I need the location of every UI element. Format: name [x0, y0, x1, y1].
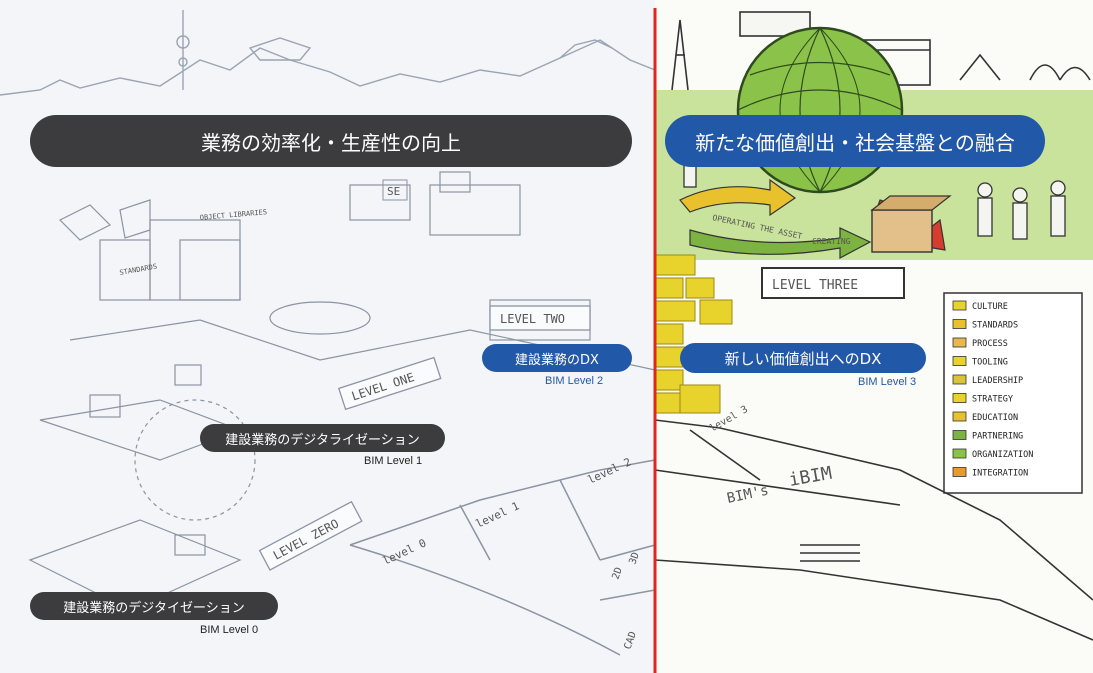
legend-brick-icon [952, 430, 967, 440]
legend-item-label: STRATEGY [972, 395, 1013, 405]
creating-label: CREATING [812, 237, 851, 246]
legend-item-label: PROCESS [972, 339, 1008, 349]
legend-item-label: TOOLING [972, 358, 1008, 368]
legend-brick-icon [952, 374, 967, 385]
legend-brick-icon [952, 300, 967, 311]
legend-item-label: INTEGRATION [972, 469, 1028, 479]
level3-banner: 新しい価値創出へのDX [680, 343, 926, 373]
level2-banner: 建設業務のDX [482, 344, 632, 372]
3d-label: 3D [627, 551, 641, 566]
legend-brick-icon [952, 467, 967, 477]
legend-item-label: LEADERSHIP [972, 376, 1023, 386]
left-main-banner: 業務の効率化・生産性の向上 [30, 115, 632, 167]
level0-sub: BIM Level 0 [200, 624, 259, 636]
level1-sub: BIM Level 1 [364, 455, 423, 467]
legend-brick-icon [952, 319, 967, 329]
legend-brick-icon [952, 337, 967, 348]
right-main-banner: 新たな価値創出・社会基盤との融合 [665, 115, 1045, 167]
level3-sub: BIM Level 3 [858, 376, 917, 388]
globe [736, 26, 904, 194]
level-chart-left [349, 459, 656, 656]
level-chart-right [654, 419, 1093, 641]
skyline-left [0, 10, 656, 96]
legend-brick-icon [952, 356, 967, 366]
briefcase [870, 195, 952, 253]
2d-label: 2D [610, 566, 624, 581]
level1-banner: 建設業務のデジタライゼーション [200, 424, 445, 452]
left-background [0, 0, 655, 673]
legend-item-label: EDUCATION [972, 413, 1018, 423]
level0-banner: 建設業務のデジタイゼーション [30, 592, 278, 620]
se-label: SE [387, 185, 400, 198]
legend-item-label: CULTURE [972, 302, 1008, 312]
level-three-text: LEVEL THREE [772, 278, 858, 293]
legend-item-label: ORGANIZATION [972, 450, 1033, 460]
legend-item-label: PARTNERING [972, 432, 1023, 442]
level2-sub: BIM Level 2 [545, 375, 604, 387]
maturity-legend: CULTURE STANDARDS PROCESS TOOLING LEADERSHIP… [943, 292, 1083, 494]
level-two-text: LEVEL TWO [500, 312, 565, 326]
legend-brick-icon [952, 411, 967, 422]
legend-item-label: STANDARDS [972, 321, 1018, 331]
legend-brick-icon [952, 448, 967, 459]
legend-brick-icon [952, 393, 967, 403]
level-three-sign: LEVEL THREE [761, 267, 905, 299]
office-sketch-left [28, 171, 656, 611]
